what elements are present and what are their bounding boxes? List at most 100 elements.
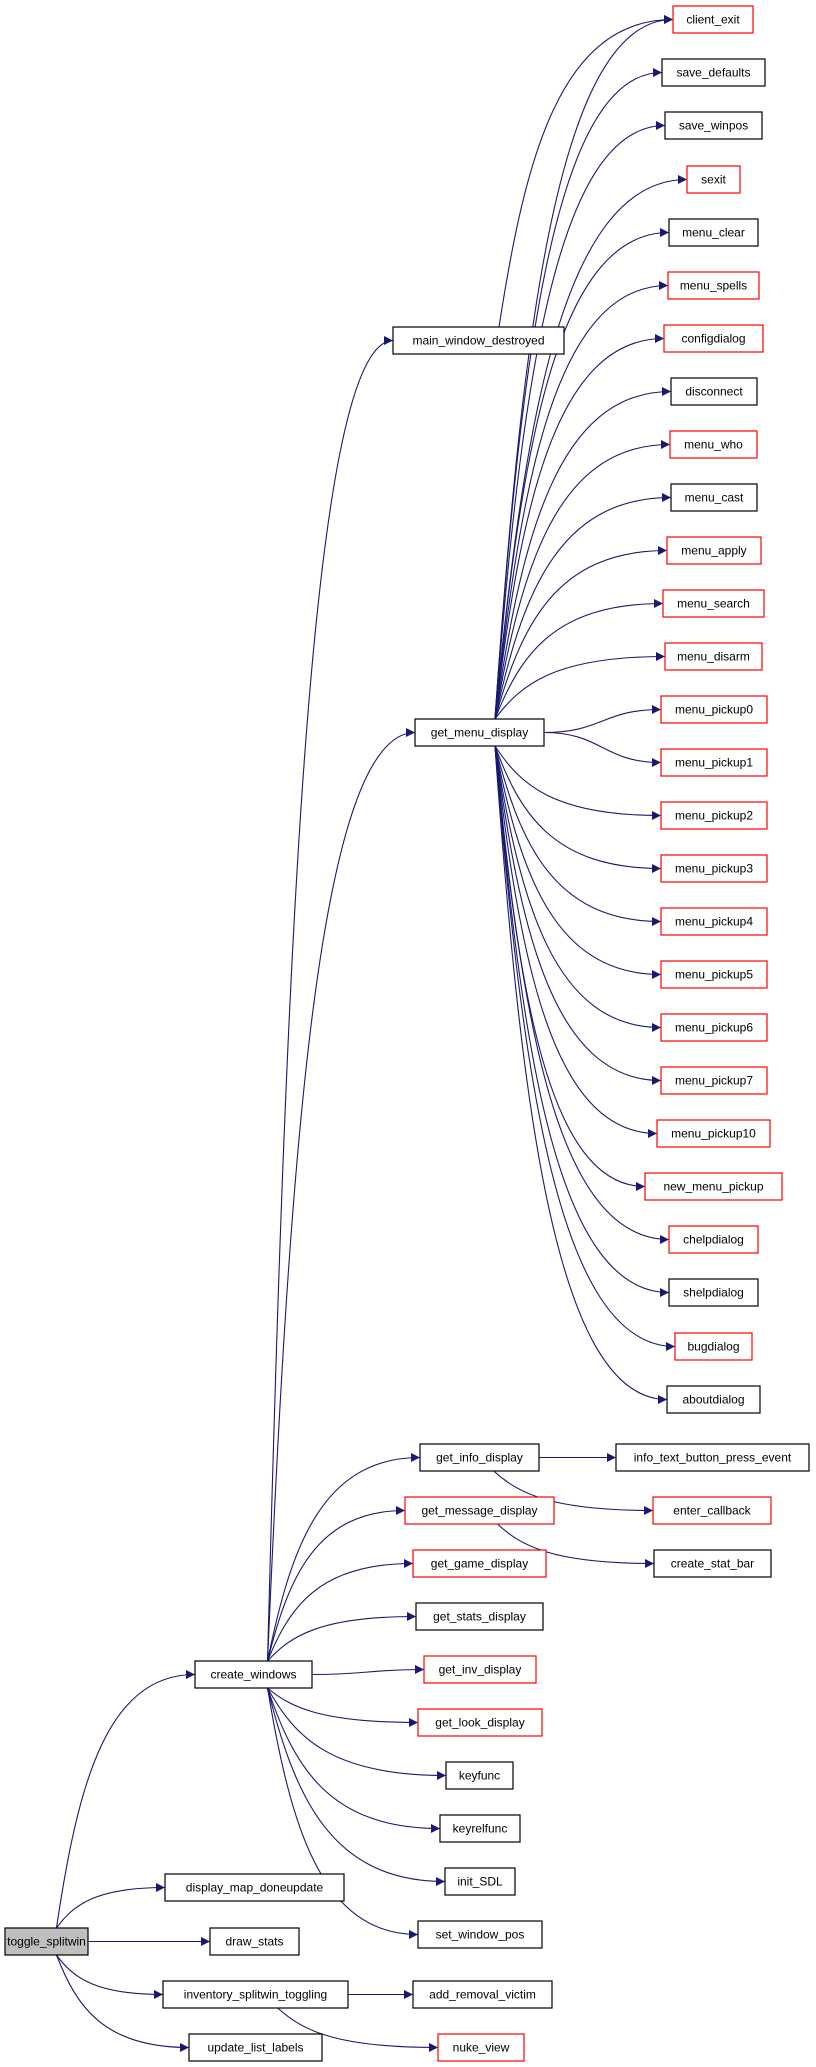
node-label: toggle_splitwin	[7, 1935, 86, 1949]
node-box	[644, 1172, 783, 1201]
edge-create_windows-to-get_menu_display	[266, 728, 416, 1662]
node-label: save_defaults	[676, 66, 750, 80]
edge-get_menu_display-to-menu_clear	[494, 228, 670, 720]
edge-get_menu_display-to-new_menu_pickup	[494, 745, 646, 1191]
edge-get_menu_display-to-menu_search	[494, 599, 664, 720]
node-get-inv-display[interactable]: get_inv_display	[423, 1655, 537, 1684]
node-box	[414, 718, 545, 747]
node-get-info-display[interactable]: get_info_display	[419, 1443, 540, 1472]
node-configdialog[interactable]: configdialog	[663, 324, 764, 353]
node-nuke-view[interactable]: nuke_view	[437, 2033, 525, 2062]
node-box	[660, 748, 768, 777]
node-get-game-display[interactable]: get_game_display	[412, 1549, 547, 1578]
node-box	[660, 1013, 768, 1042]
node-label: aboutdialog	[682, 1393, 744, 1407]
node-box	[404, 1496, 555, 1525]
node-label: menu_pickup5	[675, 968, 753, 982]
node-draw-stats[interactable]: draw_stats	[209, 1927, 300, 1956]
edge-get_menu_display-to-menu_pickup1	[543, 731, 662, 767]
edge-get_menu_display-to-save_defaults	[494, 68, 663, 720]
node-label: bugdialog	[687, 1340, 739, 1354]
node-box	[670, 483, 758, 512]
node-label: menu_clear	[682, 226, 745, 240]
edge-create_windows-to-get_stats_display	[267, 1612, 417, 1662]
edge-get_menu_display-to-menu_who	[494, 440, 671, 720]
node-sexit[interactable]: sexit	[686, 165, 741, 194]
edge-inventory_splitwin_toggling-to-nuke_view	[277, 2007, 439, 2052]
node-get-menu-display[interactable]: get_menu_display	[414, 718, 545, 747]
node-label: shelpdialog	[683, 1286, 744, 1300]
edge-toggle_splitwin-to-update_list_labels	[55, 1954, 190, 2052]
node-new-menu-pickup[interactable]: new_menu_pickup	[644, 1172, 783, 1201]
node-menu-pickup5[interactable]: menu_pickup5	[660, 960, 768, 989]
node-get-look-display[interactable]: get_look_display	[417, 1708, 543, 1737]
node-label: menu_apply	[681, 544, 746, 558]
node-menu-pickup6[interactable]: menu_pickup6	[660, 1013, 768, 1042]
node-label: menu_cast	[685, 491, 744, 505]
node-menu-pickup2[interactable]: menu_pickup2	[660, 801, 768, 830]
edge-get_menu_display-to-menu_pickup0	[543, 705, 662, 734]
node-menu-spells[interactable]: menu_spells	[667, 271, 760, 300]
node-display-map-doneupdate[interactable]: display_map_doneupdate	[164, 1873, 345, 1902]
node-update-list-labels[interactable]: update_list_labels	[188, 2033, 323, 2062]
edge-create_windows-to-keyrelfunc	[267, 1687, 441, 1833]
node-save-defaults[interactable]: save_defaults	[661, 58, 766, 87]
node-label: menu_pickup6	[675, 1021, 753, 1035]
node-chelpdialog[interactable]: chelpdialog	[668, 1225, 759, 1254]
node-label: menu_pickup10	[671, 1127, 756, 1141]
node-add-removal-victim[interactable]: add_removal_victim	[412, 1980, 553, 2009]
node-label: keyrelfunc	[453, 1822, 508, 1836]
node-keyrelfunc[interactable]: keyrelfunc	[439, 1814, 521, 1843]
edge-get_menu_display-to-menu_pickup2	[494, 745, 662, 820]
node-box	[188, 2033, 323, 2062]
edge-get_menu_display-to-shelpdialog	[494, 745, 670, 1297]
node-menu-clear[interactable]: menu_clear	[668, 218, 759, 247]
node-box	[660, 695, 768, 724]
node-shelpdialog[interactable]: shelpdialog	[668, 1278, 759, 1307]
node-box	[653, 1549, 772, 1578]
node-menu-pickup3[interactable]: menu_pickup3	[660, 854, 768, 883]
edge-get_menu_display-to-aboutdialog	[494, 745, 668, 1404]
node-box	[423, 1655, 537, 1684]
edge-get_menu_display-to-bugdialog	[494, 745, 676, 1351]
edge-create_windows-to-set_window_pos	[266, 1687, 419, 1939]
node-menu-pickup10[interactable]: menu_pickup10	[656, 1119, 771, 1148]
edge-get_menu_display-to-menu_cast	[494, 493, 672, 720]
node-toggle-splitwin[interactable]: toggle_splitwin	[4, 1927, 89, 1956]
node-menu-cast[interactable]: menu_cast	[670, 483, 758, 512]
node-get-message-display[interactable]: get_message_display	[404, 1496, 555, 1525]
node-box	[664, 111, 763, 140]
node-bugdialog[interactable]: bugdialog	[674, 1332, 753, 1361]
node-disconnect[interactable]: disconnect	[670, 377, 758, 406]
node-aboutdialog[interactable]: aboutdialog	[666, 1385, 761, 1414]
node-info-text-button-press-event[interactable]: info_text_button_press_event	[615, 1443, 810, 1472]
edge-layer	[55, 15, 688, 2052]
node-menu-apply[interactable]: menu_apply	[666, 536, 762, 565]
node-menu-search[interactable]: menu_search	[662, 589, 765, 618]
node-menu-pickup0[interactable]: menu_pickup0	[660, 695, 768, 724]
node-inventory-splitwin-toggling[interactable]: inventory_splitwin_toggling	[162, 1980, 349, 2009]
node-enter-callback[interactable]: enter_callback	[652, 1496, 772, 1525]
node-init-SDL[interactable]: init_SDL	[444, 1867, 516, 1896]
node-box	[674, 1332, 753, 1361]
node-keyfunc[interactable]: keyfunc	[445, 1761, 514, 1790]
node-label: nuke_view	[453, 2041, 510, 2055]
node-menu-pickup7[interactable]: menu_pickup7	[660, 1066, 768, 1095]
node-client-exit[interactable]: client_exit	[672, 5, 754, 34]
node-set-window-pos[interactable]: set_window_pos	[417, 1920, 543, 1949]
node-menu-who[interactable]: menu_who	[669, 430, 758, 459]
node-box	[668, 1278, 759, 1307]
node-get-stats-display[interactable]: get_stats_display	[415, 1602, 544, 1631]
edge-create_windows-to-get_info_display	[267, 1453, 421, 1662]
node-save-winpos[interactable]: save_winpos	[664, 111, 763, 140]
node-label: menu_search	[677, 597, 750, 611]
node-create-stat-bar[interactable]: create_stat_bar	[653, 1549, 772, 1578]
node-menu-pickup4[interactable]: menu_pickup4	[660, 907, 768, 936]
node-create-windows[interactable]: create_windows	[194, 1660, 313, 1689]
node-menu-disarm[interactable]: menu_disarm	[664, 642, 763, 671]
node-label: inventory_splitwin_toggling	[184, 1988, 327, 2002]
node-menu-pickup1[interactable]: menu_pickup1	[660, 748, 768, 777]
edge-get_menu_display-to-menu_pickup10	[494, 745, 658, 1138]
node-main-window-destroyed[interactable]: main_window_destroyed	[392, 326, 565, 355]
